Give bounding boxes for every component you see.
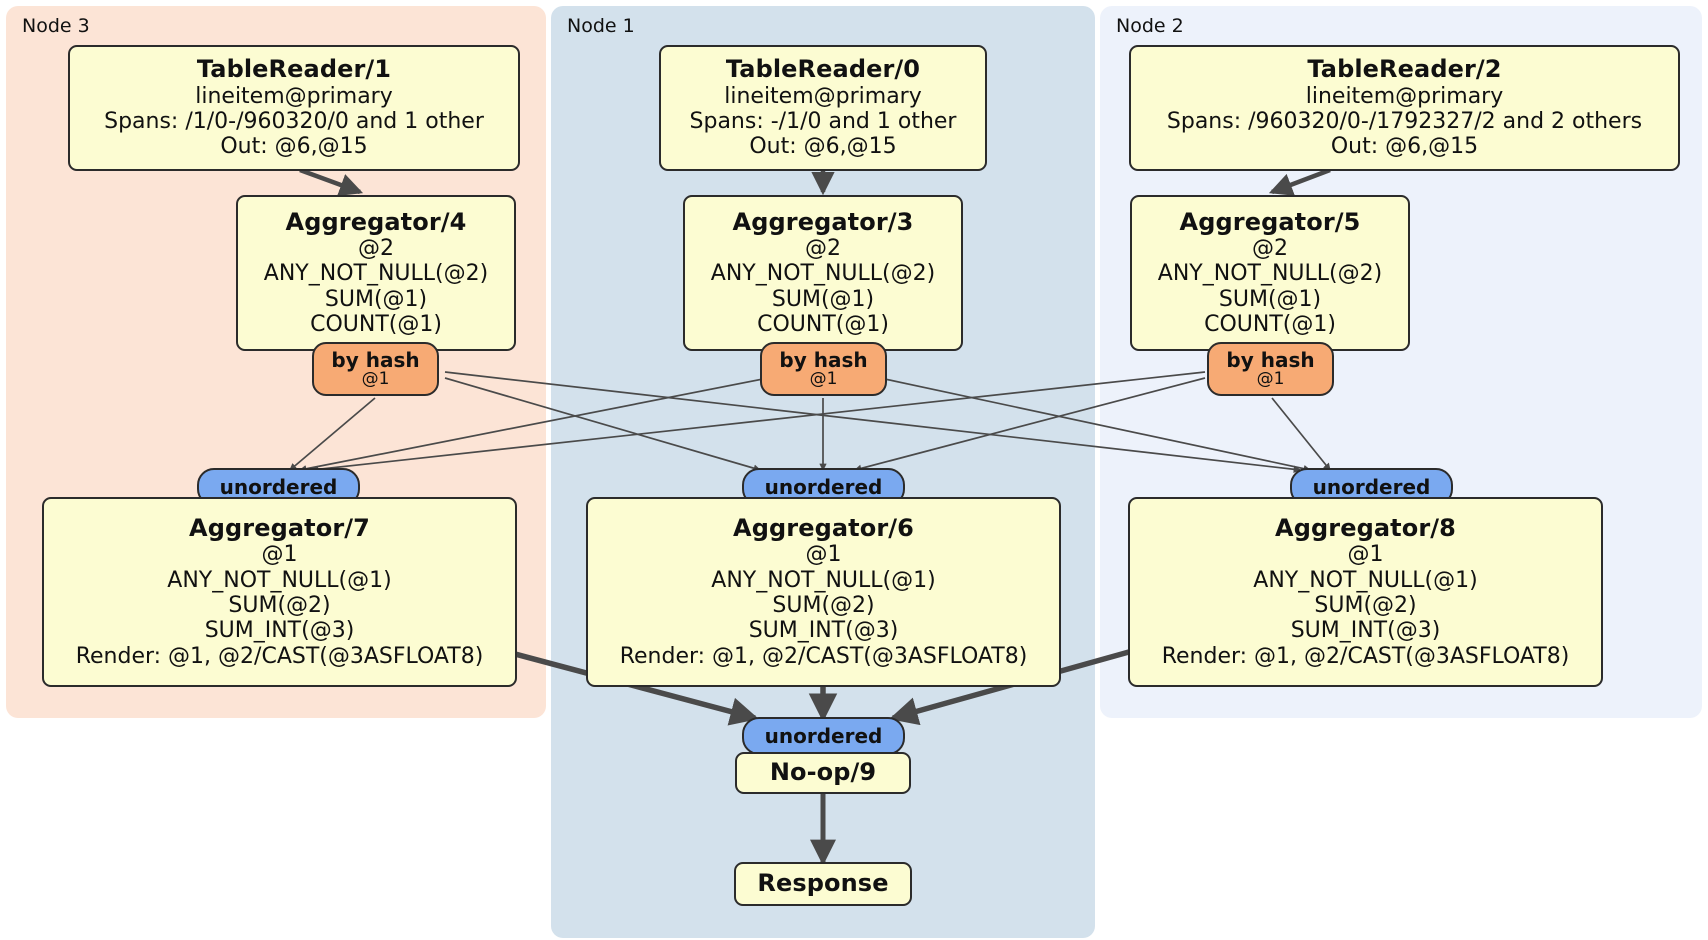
processor-line: SUM_INT(@3) <box>1290 618 1441 644</box>
router-label: by hash <box>779 347 868 372</box>
processor-title: TableReader/1 <box>196 55 392 84</box>
processor-aggregator-5[interactable]: Aggregator/5 @2 ANY_NOT_NULL(@2) SUM(@1)… <box>1130 195 1410 351</box>
processor-line: Spans: /1/0-/960320/0 and 1 other <box>104 109 484 135</box>
processor-line: @2 <box>1252 236 1288 262</box>
processor-title: Aggregator/5 <box>1179 207 1361 236</box>
processor-line: Out: @6,@15 <box>220 134 368 160</box>
processor-title: TableReader/2 <box>1307 55 1502 84</box>
processor-title: Aggregator/4 <box>285 207 467 236</box>
processor-line: Spans: -/1/0 and 1 other <box>689 109 957 135</box>
processor-aggregator-8[interactable]: Aggregator/8 @1 ANY_NOT_NULL(@1) SUM(@2)… <box>1128 497 1603 687</box>
router-sub-label: @1 <box>361 368 390 389</box>
processor-line: COUNT(@1) <box>757 311 889 337</box>
processor-table-reader-1[interactable]: TableReader/1 lineitem@primary Spans: /1… <box>68 45 520 171</box>
processor-line: lineitem@primary <box>1305 83 1504 109</box>
processor-line: Out: @6,@15 <box>1330 134 1479 160</box>
processor-line: @1 <box>805 542 842 568</box>
processor-title: Aggregator/7 <box>189 514 370 543</box>
processor-table-reader-2[interactable]: TableReader/2 lineitem@primary Spans: /9… <box>1129 45 1680 171</box>
router-by-hash-node2[interactable]: by hash @1 <box>1207 342 1334 396</box>
router-sub-label: @1 <box>809 368 838 389</box>
processor-title: Aggregator/3 <box>732 207 914 236</box>
processor-aggregator-6[interactable]: Aggregator/6 @1 ANY_NOT_NULL(@1) SUM(@2)… <box>586 497 1061 687</box>
processor-line: ANY_NOT_NULL(@1) <box>167 567 392 593</box>
processor-noop-9[interactable]: No-op/9 <box>735 752 911 794</box>
processor-line: Out: @6,@15 <box>749 134 897 160</box>
processor-line: ANY_NOT_NULL(@2) <box>263 261 489 287</box>
synchronizer-unordered-final[interactable]: unordered <box>742 717 905 755</box>
processor-line: @1 <box>1347 542 1384 568</box>
processor-response[interactable]: Response <box>734 862 912 906</box>
processor-line: COUNT(@1) <box>1204 311 1336 337</box>
processor-title: TableReader/0 <box>725 55 921 84</box>
processor-line: @1 <box>261 542 298 568</box>
synchronizer-label: unordered <box>219 475 338 499</box>
processor-line: Render: @1, @2/CAST(@3ASFLOAT8) <box>619 643 1028 669</box>
router-label: by hash <box>1226 347 1315 372</box>
processor-line: Render: @1, @2/CAST(@3ASFLOAT8) <box>1161 643 1570 669</box>
processor-title: No-op/9 <box>769 758 877 787</box>
processor-line: SUM(@1) <box>1218 286 1322 312</box>
processor-line: ANY_NOT_NULL(@1) <box>1253 567 1478 593</box>
router-sub-label: @1 <box>1256 368 1285 389</box>
processor-aggregator-4[interactable]: Aggregator/4 @2 ANY_NOT_NULL(@2) SUM(@1)… <box>236 195 516 351</box>
processor-line: SUM_INT(@3) <box>748 618 899 644</box>
processor-line: SUM(@2) <box>228 593 331 619</box>
processor-table-reader-0[interactable]: TableReader/0 lineitem@primary Spans: -/… <box>659 45 987 171</box>
router-label: by hash <box>331 347 420 372</box>
processor-line: lineitem@primary <box>724 83 922 109</box>
router-by-hash-node3[interactable]: by hash @1 <box>312 342 439 396</box>
synchronizer-label: unordered <box>1312 475 1431 499</box>
router-by-hash-node1[interactable]: by hash @1 <box>760 342 887 396</box>
synchronizer-label: unordered <box>764 724 883 748</box>
processor-line: @2 <box>805 236 841 262</box>
synchronizer-label: unordered <box>764 475 883 499</box>
processor-line: COUNT(@1) <box>310 311 442 337</box>
node-label-node1: Node 1 <box>567 15 635 37</box>
processor-title: Response <box>757 869 889 898</box>
processor-line: SUM(@1) <box>324 286 428 312</box>
processor-line: SUM(@2) <box>1314 593 1417 619</box>
processor-aggregator-7[interactable]: Aggregator/7 @1 ANY_NOT_NULL(@1) SUM(@2)… <box>42 497 517 687</box>
processor-line: ANY_NOT_NULL(@1) <box>711 567 936 593</box>
processor-line: SUM(@2) <box>772 593 875 619</box>
node-label-node2: Node 2 <box>1116 15 1184 37</box>
processor-line: lineitem@primary <box>195 83 393 109</box>
processor-line: SUM_INT(@3) <box>204 618 355 644</box>
processor-title: Aggregator/8 <box>1275 514 1456 543</box>
processor-line: ANY_NOT_NULL(@2) <box>1157 261 1383 287</box>
processor-line: Render: @1, @2/CAST(@3ASFLOAT8) <box>75 643 484 669</box>
processor-title: Aggregator/6 <box>733 514 914 543</box>
node-label-node3: Node 3 <box>22 15 90 37</box>
processor-line: Spans: /960320/0-/1792327/2 and 2 others <box>1166 109 1643 135</box>
processor-line: SUM(@1) <box>771 286 875 312</box>
processor-aggregator-3[interactable]: Aggregator/3 @2 ANY_NOT_NULL(@2) SUM(@1)… <box>683 195 963 351</box>
processor-line: ANY_NOT_NULL(@2) <box>710 261 936 287</box>
processor-line: @2 <box>358 236 394 262</box>
